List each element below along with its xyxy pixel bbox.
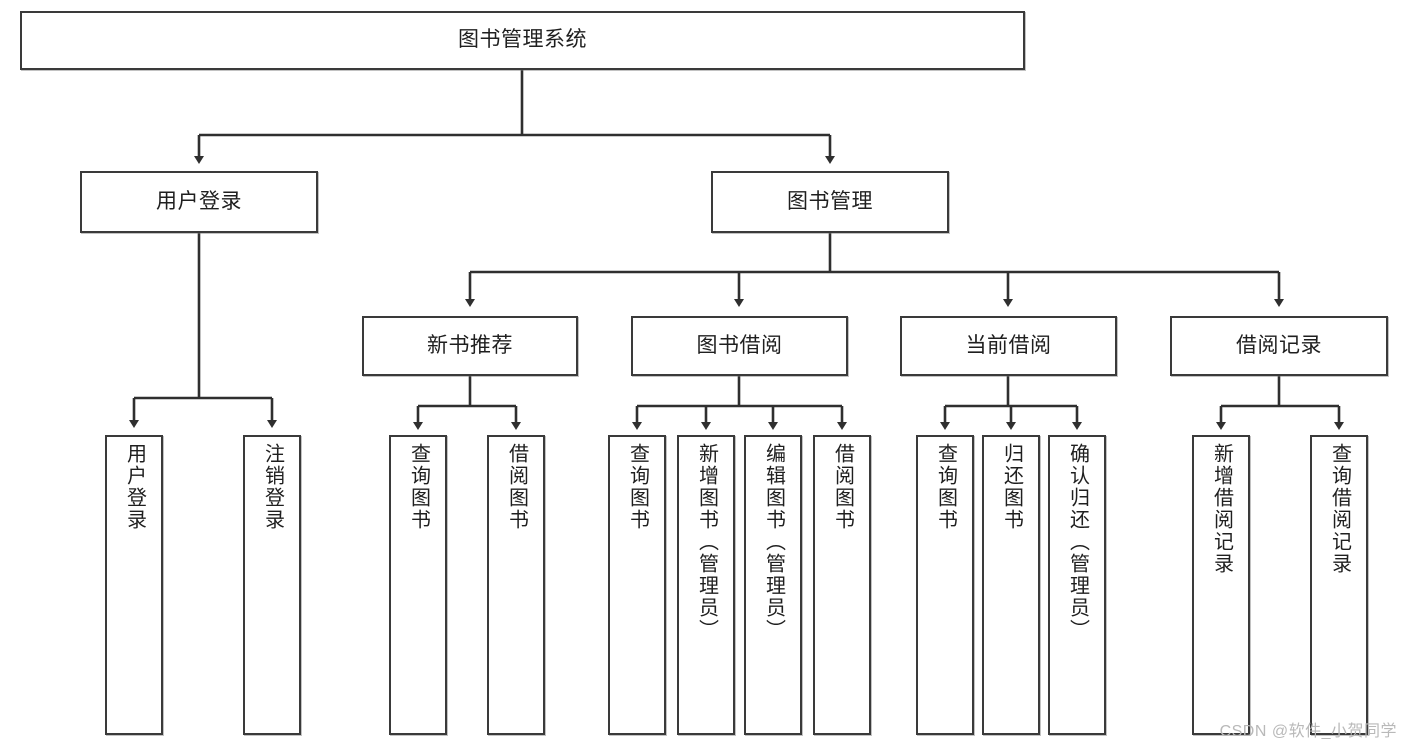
node-borrow-record[interactable]: 借阅记录: [1170, 316, 1388, 376]
node-leaf-add-book-label: 新增图书（管理员）: [695, 443, 718, 641]
node-root-label: 图书管理系统: [458, 28, 587, 52]
node-leaf-add-book[interactable]: 新增图书（管理员）: [677, 435, 735, 735]
node-leaf-edit-book[interactable]: 编辑图书（管理员）: [744, 435, 802, 735]
node-leaf-user-login-label: 用户登录: [123, 443, 146, 531]
watermark-text: CSDN @软件_小贺同学: [1219, 723, 1397, 740]
node-book-borrow[interactable]: 图书借阅: [631, 316, 848, 376]
node-leaf-borrow-book-label: 借阅图书: [831, 443, 854, 531]
node-leaf-query-book-rec[interactable]: 查询图书: [389, 435, 447, 735]
node-leaf-borrow-book-rec[interactable]: 借阅图书: [487, 435, 545, 735]
node-book-manage-label: 图书管理: [787, 189, 873, 213]
node-leaf-borrow-book-rec-label: 借阅图书: [505, 443, 528, 531]
node-leaf-add-record[interactable]: 新增借阅记录: [1192, 435, 1250, 735]
node-root[interactable]: 图书管理系统: [20, 11, 1025, 70]
node-leaf-user-login[interactable]: 用户登录: [105, 435, 163, 735]
node-leaf-confirm-return[interactable]: 确认归还（管理员）: [1048, 435, 1106, 735]
node-leaf-query-record[interactable]: 查询借阅记录: [1310, 435, 1368, 735]
node-borrow-record-label: 借阅记录: [1236, 333, 1322, 357]
node-leaf-user-logout[interactable]: 注销登录: [243, 435, 301, 735]
node-user-login[interactable]: 用户登录: [80, 171, 318, 233]
node-leaf-query-book-borrow[interactable]: 查询图书: [608, 435, 666, 735]
node-leaf-user-logout-label: 注销登录: [261, 443, 284, 531]
node-leaf-borrow-book[interactable]: 借阅图书: [813, 435, 871, 735]
node-book-manage[interactable]: 图书管理: [711, 171, 949, 233]
node-leaf-query-book-current[interactable]: 查询图书: [916, 435, 974, 735]
node-current-borrow[interactable]: 当前借阅: [900, 316, 1117, 376]
node-current-borrow-label: 当前借阅: [965, 333, 1052, 357]
node-leaf-confirm-return-label: 确认归还（管理员）: [1066, 443, 1089, 641]
node-leaf-query-book-borrow-label: 查询图书: [626, 443, 649, 531]
node-leaf-edit-book-label: 编辑图书（管理员）: [762, 443, 785, 641]
node-leaf-query-record-label: 查询借阅记录: [1328, 443, 1351, 575]
node-book-borrow-label: 图书借阅: [696, 333, 783, 357]
node-leaf-query-book-current-label: 查询图书: [934, 443, 957, 531]
node-leaf-return-book-label: 归还图书: [1000, 443, 1023, 531]
node-new-book-recommend-label: 新书推荐: [427, 333, 513, 357]
node-new-book-recommend[interactable]: 新书推荐: [362, 316, 578, 376]
node-leaf-return-book[interactable]: 归还图书: [982, 435, 1040, 735]
node-leaf-add-record-label: 新增借阅记录: [1210, 443, 1233, 575]
node-leaf-query-book-rec-label: 查询图书: [407, 443, 430, 531]
node-user-login-label: 用户登录: [156, 189, 242, 213]
